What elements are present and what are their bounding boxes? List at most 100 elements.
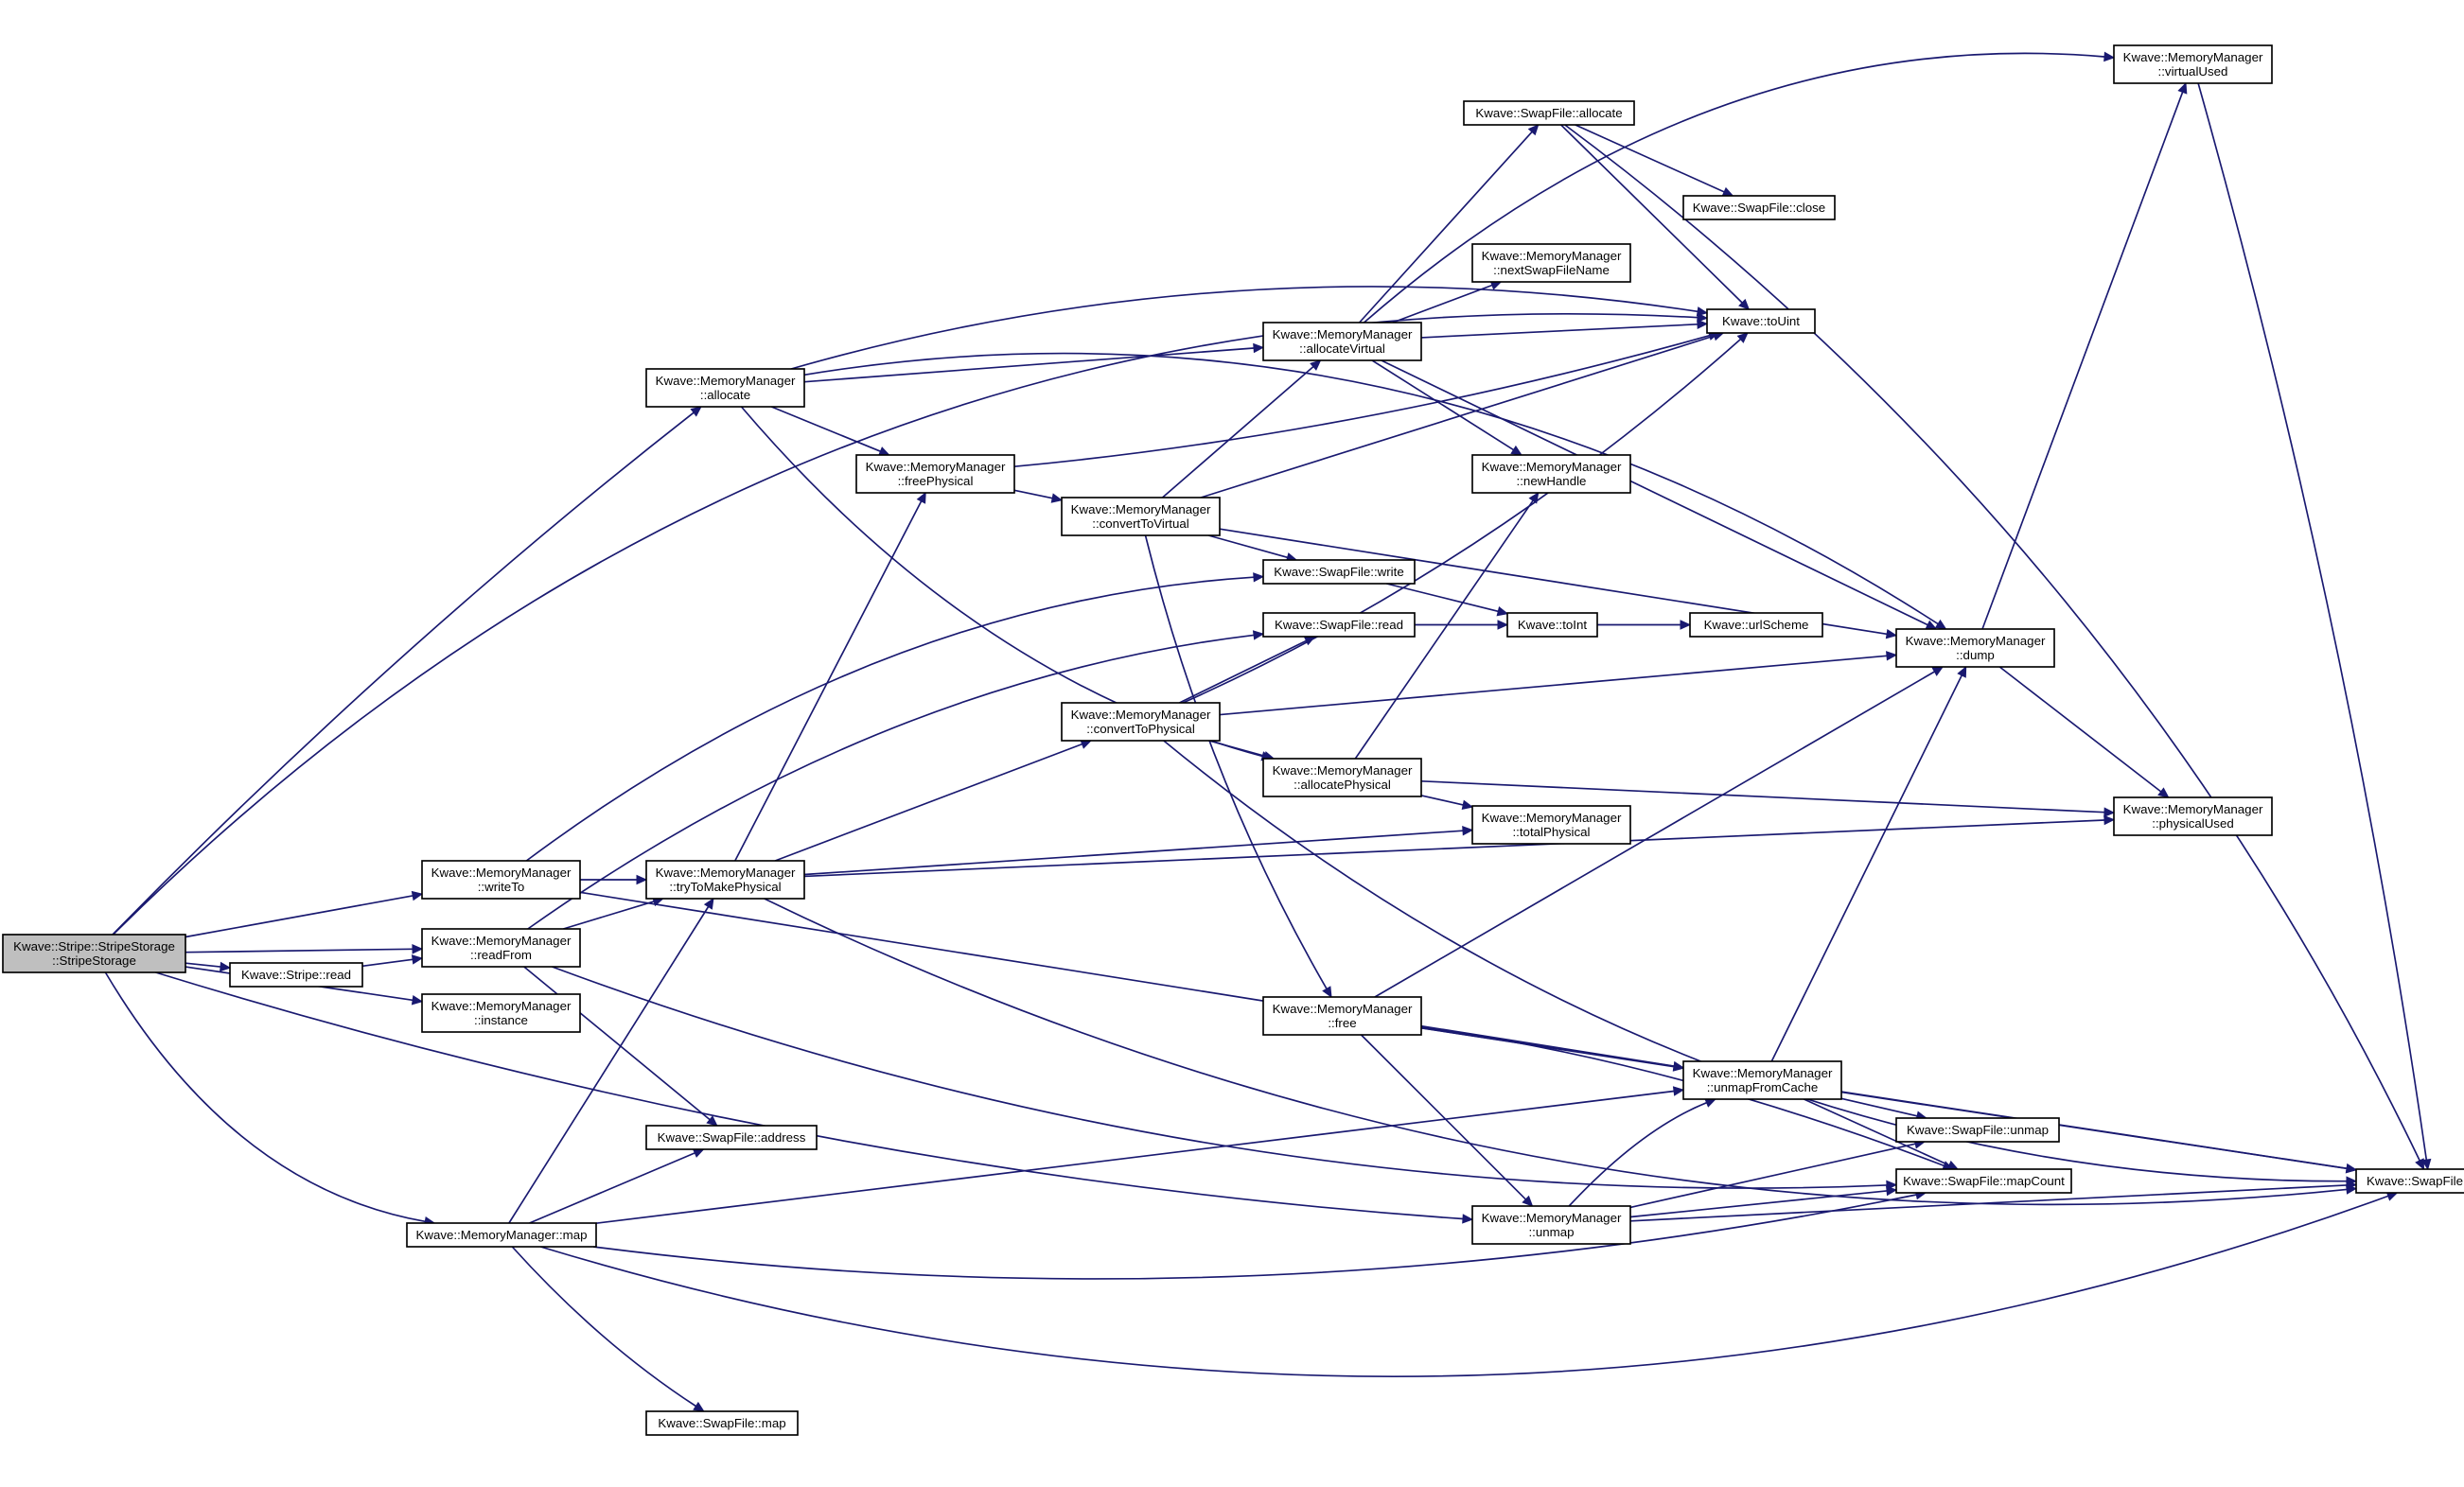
edge-n1-to-n4 [790, 286, 1709, 370]
edge-line [1420, 779, 2105, 813]
arrowhead [1310, 359, 1322, 371]
node-swapfile-read[interactable]: Kwave::SwapFile::read [1262, 612, 1416, 638]
edge-line [803, 352, 1939, 625]
node-memorymanager-converttovirtual[interactable]: Kwave::MemoryManager::convertToVirtual [1061, 497, 1221, 536]
node-box [1061, 702, 1221, 742]
edge-n32-to-n27 [595, 1086, 1685, 1225]
edge-line [1420, 323, 1698, 339]
node-label: ::dump [1956, 648, 1995, 662]
edge-n24-to-n23 [361, 954, 424, 968]
edge-n23-to-n22 [563, 897, 664, 930]
arrowhead [1934, 619, 1947, 630]
edge-line [803, 819, 2105, 878]
arrowhead [1496, 606, 1509, 617]
arrowhead [1672, 1086, 1685, 1096]
node-memorymanager-dump[interactable]: Kwave::MemoryManager::dump [1895, 628, 2055, 668]
edge-n0-to-n23 [185, 944, 424, 954]
node-swapfile-address[interactable]: Kwave::SwapFile::address [645, 1125, 818, 1150]
edge-n31-to-n6 [1629, 1180, 2358, 1222]
edge-line [764, 898, 2348, 1206]
arrowhead [1252, 630, 1265, 640]
node-memorymanager-trytomakephysical[interactable]: Kwave::MemoryManager::tryToMakePhysical [645, 860, 805, 900]
arrowhead [1497, 620, 1509, 630]
arrowhead [706, 1115, 718, 1127]
arrowhead [2420, 1158, 2432, 1171]
node-label: Kwave::SwapFile::close [1693, 201, 1825, 215]
edge-n22-to-n20 [803, 814, 2116, 878]
node-memorymanager-map[interactable]: Kwave::MemoryManager::map [406, 1222, 597, 1248]
edge-line [1629, 1190, 1888, 1218]
node-swapfile-size[interactable]: Kwave::SwapFile::size [2355, 1168, 2464, 1194]
edge-n10-to-n20 [1998, 666, 2170, 798]
node-swapfile-close[interactable]: Kwave::SwapFile::close [1682, 195, 1836, 220]
arrowhead [693, 1401, 705, 1412]
arrowhead [2103, 814, 2116, 826]
node-memorymanager-converttophysical[interactable]: Kwave::MemoryManager::convertToPhysical [1061, 702, 1221, 742]
node-swapfile-write[interactable]: Kwave::SwapFile::write [1262, 559, 1416, 585]
node-label: ::convertToVirtual [1092, 516, 1189, 531]
node-memorymanager-instance[interactable]: Kwave::MemoryManager::instance [421, 993, 581, 1033]
node-stripe-read[interactable]: Kwave::Stripe::read [229, 962, 363, 988]
node-memorymanager-unmapfromcache[interactable]: Kwave::MemoryManager::unmapFromCache [1682, 1060, 1842, 1100]
arrowhead [1696, 306, 1709, 317]
arrowhead [411, 954, 424, 965]
arrowhead [1957, 665, 1967, 678]
arrowhead [636, 874, 648, 885]
node-memorymanager-free[interactable]: Kwave::MemoryManager::free [1262, 996, 1422, 1036]
graph-nodes: Kwave::Stripe::StripeStorage::StripeStor… [2, 44, 2464, 1436]
node-label: ::convertToPhysical [1086, 722, 1195, 736]
arrowhead [411, 890, 424, 901]
node-label: Kwave::Stripe::StripeStorage [13, 939, 175, 953]
node-memorymanager-virtualused[interactable]: Kwave::MemoryManager::virtualUsed [2113, 44, 2273, 84]
edge-n3-to-n4 [1560, 124, 1751, 310]
node-label: ::instance [474, 1013, 528, 1027]
arrowhead [412, 944, 424, 954]
arrowhead [1721, 186, 1734, 197]
node-swapfile-unmap[interactable]: Kwave::SwapFile::unmap [1895, 1117, 2060, 1143]
node-swapfile-allocate[interactable]: Kwave::SwapFile::allocate [1463, 100, 1635, 126]
node-memorymanager-newhandle[interactable]: Kwave::MemoryManager::newHandle [1471, 454, 1631, 494]
node-swapfile-mapcount[interactable]: Kwave::SwapFile::mapCount [1895, 1168, 2072, 1194]
arrowhead [1946, 1160, 1960, 1170]
node-label: Kwave::MemoryManager [1482, 460, 1622, 474]
edge-n2-to-n9 [1371, 359, 1522, 456]
node-box [1682, 1060, 1842, 1100]
edge-line [185, 895, 414, 938]
node-label: Kwave::MemoryManager [1482, 1211, 1622, 1225]
node-box [2113, 796, 2273, 836]
node-memorymanager-totalphysical[interactable]: Kwave::MemoryManager::totalPhysical [1471, 805, 1631, 845]
node-urlscheme[interactable]: Kwave::urlScheme [1689, 612, 1823, 638]
edge-n0-to-n21 [185, 890, 424, 938]
node-box [1682, 195, 1836, 220]
node-memorymanager-allocate[interactable]: Kwave::MemoryManager::allocate [645, 368, 805, 408]
edge-n27-to-n10 [1770, 665, 1967, 1062]
edge-line [361, 958, 414, 968]
edge-line [527, 634, 1255, 930]
node-toint[interactable]: Kwave::toInt [1506, 612, 1598, 638]
node-box [1689, 612, 1823, 638]
edge-n10-to-n5 [1981, 81, 2188, 630]
edge-n17-to-n10 [1219, 651, 1898, 716]
edge-n21-to-n27 [579, 891, 1685, 1072]
node-memorymanager-freephysical[interactable]: Kwave::MemoryManager::freePhysical [855, 454, 1015, 494]
arrowhead [877, 446, 890, 456]
node-box [1262, 996, 1422, 1036]
node-memorymanager-allocatevirtual[interactable]: Kwave::MemoryManager::allocateVirtual [1262, 322, 1422, 361]
edge-n32-to-n22 [508, 897, 714, 1224]
node-stripe-stripestorage-stripestorage[interactable]: Kwave::Stripe::StripeStorage::StripeStor… [2, 934, 186, 973]
node-memorymanager-unmap[interactable]: Kwave::MemoryManager::unmap [1471, 1205, 1631, 1245]
node-touint[interactable]: Kwave::toUint [1706, 308, 1816, 334]
arrowhead [2103, 51, 2116, 62]
node-box [2355, 1168, 2464, 1194]
node-memorymanager-nextswapfilename[interactable]: Kwave::MemoryManager::nextSwapFileName [1471, 243, 1631, 283]
node-memorymanager-writeto[interactable]: Kwave::MemoryManager::writeTo [421, 860, 581, 900]
node-box [1471, 454, 1631, 494]
node-label: Kwave::MemoryManager [1273, 763, 1413, 778]
node-memorymanager-physicalused[interactable]: Kwave::MemoryManager::physicalUsed [2113, 796, 2273, 836]
edge-n1-to-n11 [770, 406, 890, 456]
edge-line [1981, 92, 2184, 630]
node-memorymanager-readfrom[interactable]: Kwave::MemoryManager::readFrom [421, 928, 581, 968]
node-swapfile-map[interactable]: Kwave::SwapFile::map [645, 1410, 799, 1436]
edge-line [113, 312, 1698, 936]
node-memorymanager-allocatephysical[interactable]: Kwave::MemoryManager::allocatePhysical [1262, 758, 1422, 797]
